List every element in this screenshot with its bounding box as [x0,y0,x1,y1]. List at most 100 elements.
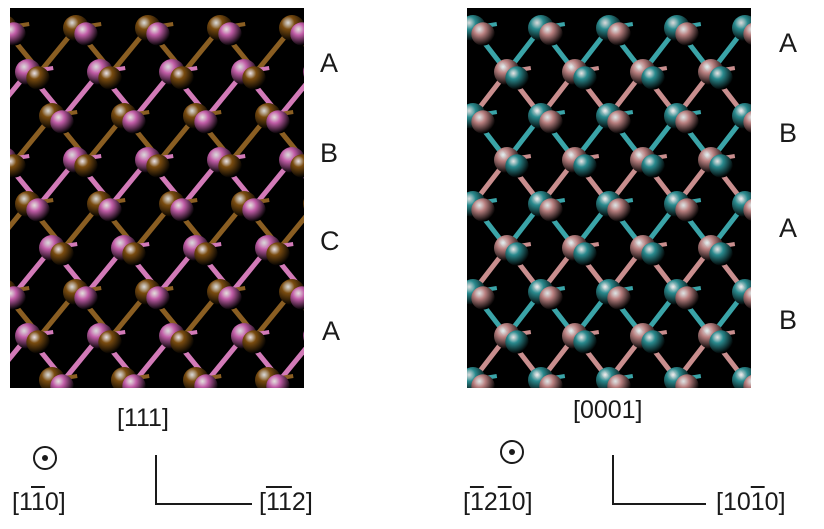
atom-type-b [743,111,751,133]
atom-type-b [607,22,631,46]
left-layer-label-2: B [320,138,339,168]
atom-type-b [607,110,631,134]
atom-type-b [266,110,290,134]
left-out-of-plane-direction-label: [110] [12,488,66,516]
atom-type-a [641,242,665,266]
atom-type-a [10,154,26,178]
atom-type-a [641,154,665,178]
atom-type-a [709,66,733,90]
atom-type-b [10,22,26,46]
atom-type-b [471,110,495,134]
atom-type-a [573,330,597,354]
atom-type-a [74,154,98,178]
atom-type-b [675,374,699,388]
atom-type-b [290,22,304,46]
atom-type-b [122,110,146,134]
wurtzite-structure-image [467,8,751,388]
atom-type-a [146,154,170,178]
atom-type-b [471,286,495,310]
atom-type-a [170,330,194,354]
atom-type-a [641,66,665,90]
atom-type-a [505,66,529,90]
right-out-of-plane-icon [500,440,524,464]
left-out-of-plane-icon [33,446,57,470]
right-out-of-plane-direction-label: [1210] [463,488,533,516]
atom-type-a [709,154,733,178]
atom-type-b [146,22,170,46]
left-layer-label-4: A [322,316,341,346]
atom-type-b [743,23,751,45]
atom-type-a [573,242,597,266]
right-layer-label-2: B [779,118,798,148]
atom-type-b [146,286,170,310]
atom-type-a [709,330,733,354]
atom-type-b [303,67,304,77]
atom-type-b [194,374,218,388]
atom-type-a [505,154,529,178]
atom-type-b [539,22,563,46]
atom-type-b [74,22,98,46]
atom-type-b [194,110,218,134]
atom-type-b [743,287,751,309]
atom-type-a [122,242,146,266]
left-layer-label-1: A [320,48,339,78]
atom-type-b [290,286,304,310]
atom-type-b [10,286,26,310]
left-layer-label-3: C [320,226,340,256]
atom-type-a [26,330,50,354]
atom-type-a [266,242,290,266]
atom-type-b [539,198,563,222]
zincblende-structure-image [10,8,304,388]
right-layer-label-4: B [779,305,798,335]
right-layer-label-1: A [779,28,798,58]
atom-type-b [675,110,699,134]
atom-type-a [303,199,304,209]
atom-type-a [170,66,194,90]
atom-type-a [26,66,50,90]
right-vertical-direction-label: [0001] [573,396,643,424]
atom-type-b [242,198,266,222]
atom-type-b [26,198,50,222]
atom-type-a [641,330,665,354]
atom-type-b [303,331,304,341]
atom-type-b [218,22,242,46]
atom-type-b [607,198,631,222]
right-horizontal-direction-label: [1010] [716,488,786,516]
right-layer-label-3: A [779,213,798,243]
atom-type-b [607,374,631,388]
atom-type-b [50,110,74,134]
atom-type-a [98,330,122,354]
atom-type-a [573,66,597,90]
atom-type-a [50,242,74,266]
atoms [10,15,304,388]
atom-type-b [539,374,563,388]
atom-type-b [675,22,699,46]
atom-type-b [675,286,699,310]
atom-type-b [170,198,194,222]
atom-type-b [539,286,563,310]
atom-type-b [218,286,242,310]
atom-type-b [74,286,98,310]
left-horizontal-direction-label: [112] [259,488,313,516]
atom-type-b [743,199,751,221]
zincblende-atom-lattice [10,15,304,388]
atom-type-a [242,66,266,90]
atom-type-b [471,22,495,46]
atom-type-b [98,198,122,222]
atom-type-b [675,198,699,222]
wurtzite-atom-lattice [467,15,751,388]
left-vertical-direction-label: [111] [117,404,169,432]
atom-type-a [709,242,733,266]
atom-type-a [98,66,122,90]
atom-type-b [471,374,495,388]
atom-type-b [122,374,146,388]
atoms [467,15,751,388]
atom-type-a [505,242,529,266]
atom-type-b [607,286,631,310]
atom-type-a [290,154,304,178]
atom-type-a [505,330,529,354]
atom-type-a [194,242,218,266]
atom-type-b [50,374,74,388]
atom-type-b [266,374,290,388]
atom-type-a [573,154,597,178]
